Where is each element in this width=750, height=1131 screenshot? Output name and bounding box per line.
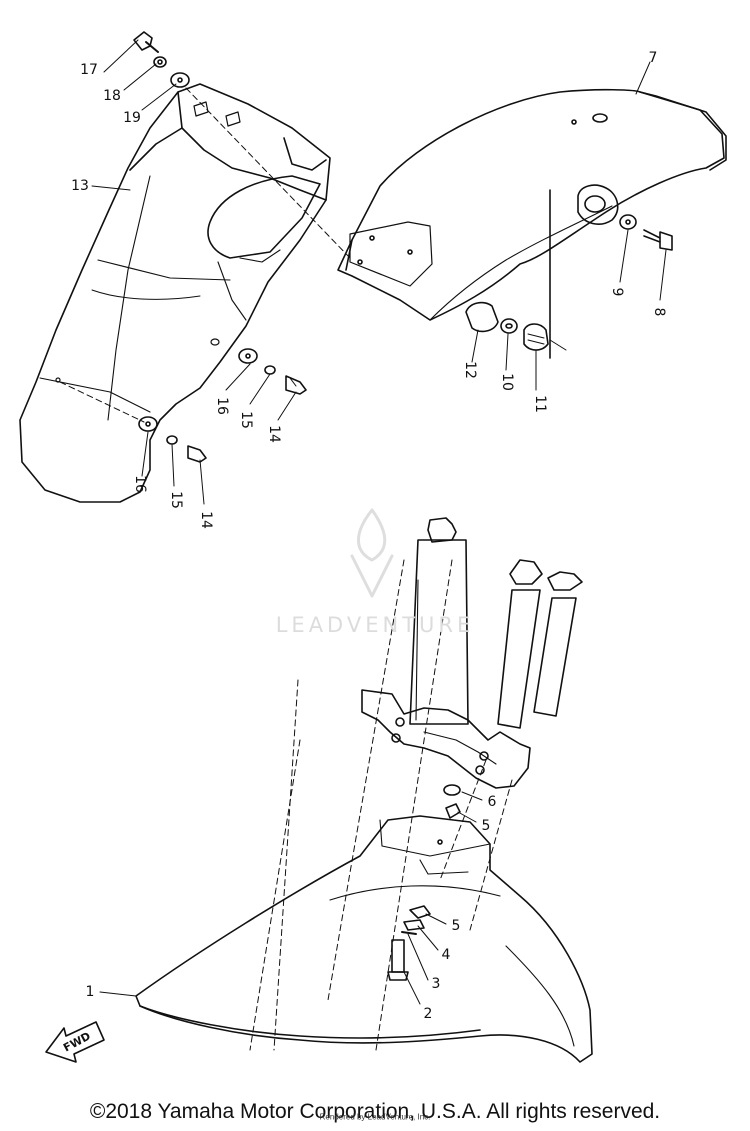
side-bolt-assembly-upper — [238, 348, 307, 395]
fwd-arrow-icon — [45, 1021, 105, 1063]
callout-1: 1 — [85, 984, 95, 1000]
callout-12: 12 — [462, 361, 478, 379]
rear-fender — [337, 88, 727, 359]
callout-11: 11 — [532, 395, 548, 413]
callout-19: 19 — [123, 110, 141, 126]
callout-5-upper: 5 — [481, 818, 491, 834]
callout-7: 7 — [648, 50, 658, 66]
callout-8: 8 — [651, 307, 667, 317]
callout-17: 17 — [80, 62, 98, 78]
copyright-footer: ©2018 Yamaha Motor Corporation, U.S.A. A… — [89, 1100, 661, 1123]
callout-2: 2 — [423, 1006, 433, 1022]
callout-5-lower: 5 — [451, 918, 461, 934]
callout-18: 18 — [103, 88, 121, 104]
callout-10: 10 — [499, 373, 515, 391]
watermark: LEADVENTURE — [275, 613, 475, 637]
top-bolt-assembly — [133, 31, 353, 261]
callout-14-upper: 14 — [266, 425, 282, 443]
callout-16-lower: 16 — [132, 475, 148, 493]
callout-16-upper: 16 — [214, 397, 230, 415]
rear-inner-fender — [19, 83, 331, 503]
rendered-by-note: Rendered by LeadVenture, Inc. — [319, 1112, 431, 1122]
callout-3: 3 — [431, 976, 441, 992]
callout-13: 13 — [71, 178, 89, 194]
leader-lines — [91, 39, 667, 1005]
callout-9: 9 — [609, 287, 625, 297]
callout-15-upper: 15 — [238, 411, 254, 429]
callout-14-lower: 14 — [198, 511, 214, 529]
callout-15-lower: 15 — [168, 491, 184, 509]
leadventure-flame-icon — [350, 508, 394, 598]
front-fork — [249, 517, 583, 1051]
front-fender — [135, 815, 593, 1063]
callout-4: 4 — [441, 947, 451, 963]
front-fender-hardware — [387, 784, 461, 981]
callout-6: 6 — [487, 794, 497, 810]
